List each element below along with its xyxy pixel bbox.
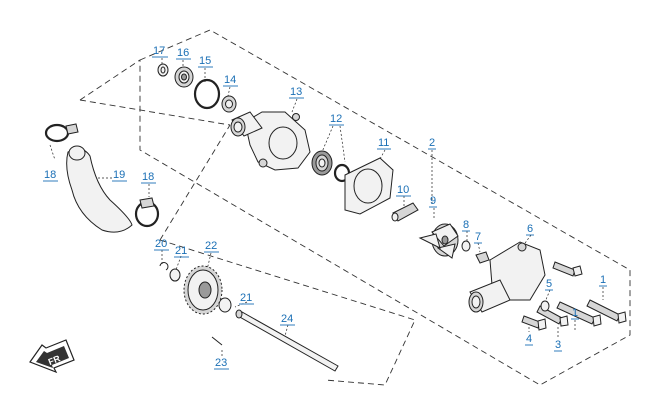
leader-7 (477, 242, 481, 253)
callout-5: 5 (546, 278, 552, 290)
callout-9: 9 (430, 195, 436, 207)
bearing-16 (174, 66, 194, 88)
callout-21b: 21 (240, 292, 252, 304)
callout-14: 14 (224, 74, 236, 86)
washer-21b (218, 297, 232, 313)
callout-23: 23 (215, 357, 227, 369)
hose-19-end (68, 145, 86, 161)
callout-7: 7 (475, 231, 481, 243)
callout-19: 19 (113, 169, 125, 181)
leader-6 (519, 234, 532, 251)
front-direction-badge: FR (29, 339, 75, 374)
washer-8 (461, 240, 471, 252)
circlip-20 (159, 262, 169, 271)
callout-18a: 18 (44, 169, 56, 181)
o-ring-15 (193, 78, 221, 110)
hose-clamp-18b (134, 197, 160, 228)
callout-1a: 1 (600, 274, 606, 286)
callout-13: 13 (290, 86, 302, 98)
callout-17: 17 (153, 45, 165, 57)
leader-24 (284, 324, 289, 337)
callout-2: 2 (429, 137, 435, 149)
callout-11: 11 (378, 137, 389, 149)
mechanical-seal-12 (311, 150, 351, 183)
leader-18a (49, 144, 56, 161)
leader-14 (227, 86, 231, 97)
callout-4: 4 (526, 333, 532, 345)
leader-13 (291, 98, 298, 113)
callout-20: 20 (155, 238, 167, 250)
pump-shaft-24 (235, 309, 339, 372)
dowel-pin-23 (211, 336, 223, 346)
callout-6: 6 (527, 223, 533, 235)
gasket-11-hole (353, 168, 383, 204)
gasket-11 (344, 157, 394, 215)
pump-housing-13 (230, 111, 311, 171)
hose-19 (66, 148, 133, 233)
callout-18b: 18 (142, 171, 154, 183)
callout-labels: 17 16 15 14 13 12 11 2 18 19 18 10 9 8 7… (44, 45, 606, 369)
washer-17 (157, 63, 169, 77)
callout-21a: 21 (175, 245, 187, 257)
callout-1b: 1 (572, 307, 578, 319)
hose-clamp-18a (44, 123, 79, 143)
callout-24: 24 (281, 313, 293, 325)
leader-22 (206, 252, 212, 271)
impeller-9 (418, 223, 459, 259)
leader-12b (339, 125, 346, 163)
bolts-1-3-4-5 (521, 261, 627, 331)
leader-5 (544, 289, 551, 303)
callout-3: 3 (555, 339, 561, 351)
leader-12a (321, 125, 334, 153)
callout-12: 12 (330, 113, 342, 125)
front-badge-text: FR (47, 353, 62, 367)
leader-21a (175, 255, 182, 271)
seal-14 (221, 95, 237, 113)
washer-21a (169, 268, 181, 282)
bushing-10 (391, 202, 419, 222)
assembly-boundaries (79, 29, 631, 386)
callout-15: 15 (199, 55, 211, 67)
callout-underlines (43, 56, 607, 370)
callout-8: 8 (463, 219, 469, 231)
parts (44, 63, 627, 372)
drive-gear-22 (183, 265, 223, 315)
callout-10: 10 (397, 184, 409, 196)
bolt-7 (475, 251, 490, 264)
callout-22: 22 (205, 240, 217, 252)
callout-16: 16 (177, 47, 189, 59)
pump-assembly-boundary (139, 29, 631, 386)
pump-cover-6 (468, 241, 546, 313)
